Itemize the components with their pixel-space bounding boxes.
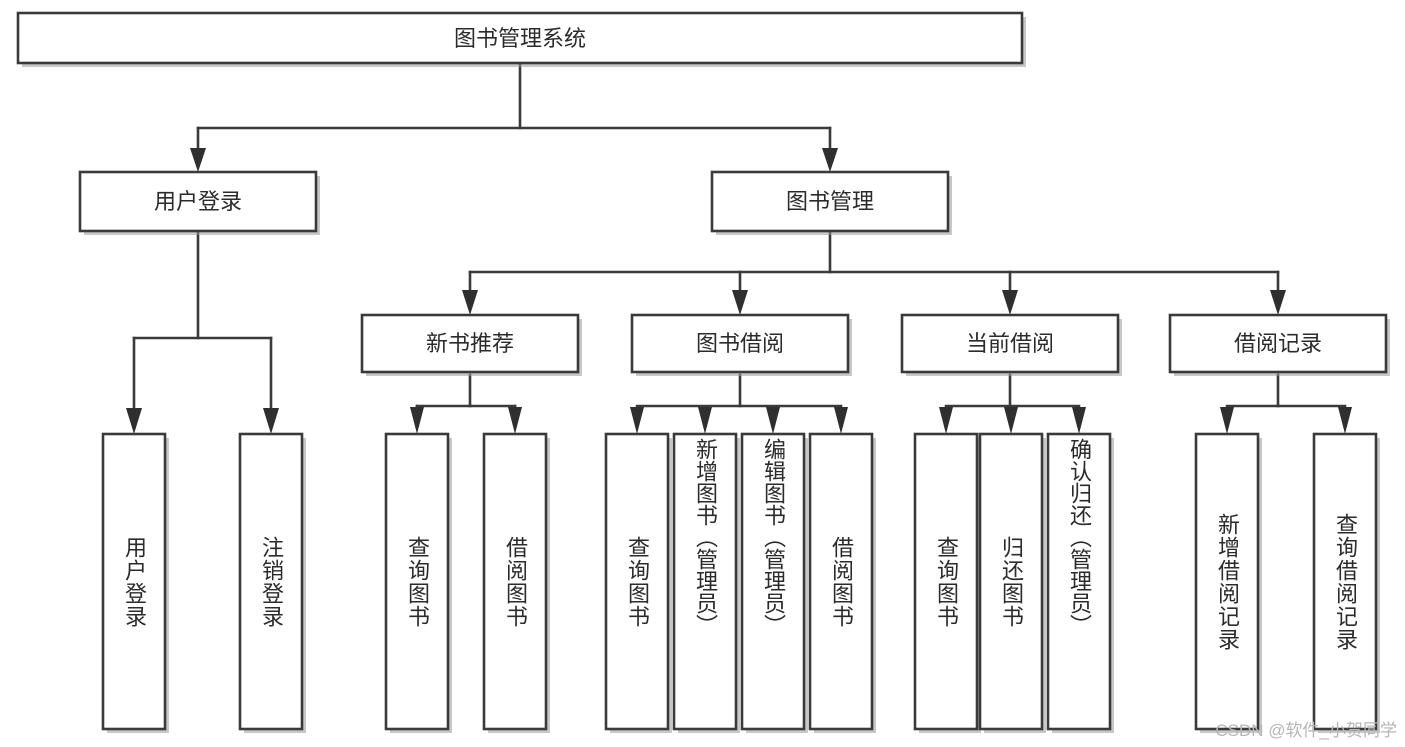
node-root-library-management-system[interactable]: 图书管理系统 — [16, 11, 1026, 67]
arrow-cb-leaf-1 — [939, 407, 953, 434]
leaf-label: 编辑图书（管理员） — [761, 438, 786, 636]
leaf-book-add-admin[interactable]: 新增图书（管理员） — [672, 432, 740, 733]
node-borrow-record[interactable]: 借阅记录 — [1168, 313, 1390, 376]
leaf-user-login-signout[interactable]: 注销登录 — [238, 432, 306, 733]
borrow-record-label: 借阅记录 — [1234, 331, 1322, 356]
leaf-record-add[interactable]: 新增借阅记录 — [1194, 432, 1262, 733]
arrow-nbr-leaf-1 — [410, 407, 424, 434]
arrow-to-book-borrow — [732, 290, 748, 315]
arrow-user-login-leaf-2 — [263, 408, 279, 434]
leaf-label: 用户登录 — [122, 535, 147, 628]
leaf-label: 新增借阅记录 — [1215, 512, 1240, 651]
leaf-new-book-borrow[interactable]: 借阅图书 — [482, 432, 550, 733]
arrow-bb-leaf-1 — [630, 407, 644, 434]
arrow-cb-leaf-3 — [1072, 407, 1086, 434]
leaf-box — [604, 432, 670, 731]
book-management-box — [710, 170, 950, 233]
csdn-watermark: CSDN @软件_小贺同学 — [1215, 721, 1397, 740]
leaf-box — [740, 432, 806, 731]
arrow-to-current-borrow — [1002, 290, 1018, 315]
leaf-label: 新增图书（管理员） — [693, 438, 718, 636]
leaf-box — [808, 432, 874, 731]
current-borrow-box — [900, 313, 1120, 374]
arrow-to-borrow-record — [1270, 290, 1286, 315]
leaf-box — [1194, 432, 1260, 731]
leaf-box — [1046, 432, 1112, 731]
arrow-br-leaf-1 — [1220, 407, 1234, 434]
borrow-record-box — [1168, 313, 1388, 374]
root-label: 图书管理系统 — [454, 26, 586, 51]
leaf-label: 查询借阅记录 — [1333, 512, 1358, 651]
leaf-book-borrow-action[interactable]: 借阅图书 — [808, 432, 876, 733]
arrow-root-to-user-login — [190, 148, 206, 172]
leaf-box — [482, 432, 548, 731]
leaf-label: 查询图书 — [934, 535, 959, 628]
leaf-book-borrow-query[interactable]: 查询图书 — [604, 432, 672, 733]
leaf-label: 查询图书 — [405, 535, 430, 628]
arrow-nbr-leaf-2 — [508, 407, 522, 434]
leaf-box — [1312, 432, 1378, 731]
root-box — [16, 11, 1024, 65]
node-new-book-recommend[interactable]: 新书推荐 — [360, 313, 582, 376]
arrow-user-login-leaf-1 — [126, 408, 142, 434]
leaf-label: 注销登录 — [259, 535, 284, 628]
leaf-new-book-query[interactable]: 查询图书 — [384, 432, 452, 733]
book-borrow-label: 图书借阅 — [696, 331, 784, 356]
leaf-label: 借阅图书 — [503, 535, 528, 628]
leaf-box — [913, 432, 979, 731]
leaf-label: 确认归还（管理员） — [1067, 438, 1092, 636]
leaf-current-return[interactable]: 归还图书 — [978, 432, 1046, 733]
leaf-user-login-signin[interactable]: 用户登录 — [101, 432, 169, 733]
leaf-box — [978, 432, 1044, 731]
user-login-label: 用户登录 — [154, 189, 242, 214]
leaf-book-edit-admin[interactable]: 编辑图书（管理员） — [740, 432, 808, 733]
leaf-current-query[interactable]: 查询图书 — [913, 432, 981, 733]
leaf-current-confirm-return-admin[interactable]: 确认归还（管理员） — [1046, 432, 1114, 733]
edge-layer — [126, 62, 1352, 434]
user-login-box — [78, 170, 318, 233]
arrow-to-new-book-recommend — [462, 290, 478, 315]
node-book-borrow[interactable]: 图书借阅 — [630, 313, 852, 376]
node-user-login[interactable]: 用户登录 — [78, 170, 320, 235]
book-management-label: 图书管理 — [786, 189, 874, 214]
arrow-cb-leaf-2 — [1004, 407, 1018, 434]
leaf-box — [672, 432, 738, 731]
arrow-root-to-book-mgmt — [822, 148, 838, 172]
leaf-label: 查询图书 — [625, 535, 650, 628]
leaf-label: 借阅图书 — [829, 535, 854, 628]
new-book-recommend-label: 新书推荐 — [426, 331, 514, 356]
leaf-box — [101, 432, 167, 731]
leaf-box — [238, 432, 304, 731]
leaf-box — [384, 432, 450, 731]
current-borrow-label: 当前借阅 — [966, 331, 1054, 356]
leaf-record-query[interactable]: 查询借阅记录 — [1312, 432, 1380, 733]
node-book-management[interactable]: 图书管理 — [710, 170, 952, 235]
arrow-bb-leaf-2 — [698, 407, 712, 434]
arrow-bb-leaf-3 — [766, 407, 780, 434]
arrow-br-leaf-2 — [1338, 407, 1352, 434]
book-borrow-box — [630, 313, 850, 374]
leaf-label: 归还图书 — [999, 535, 1024, 628]
node-current-borrow[interactable]: 当前借阅 — [900, 313, 1122, 376]
new-book-recommend-box — [360, 313, 580, 374]
arrow-bb-leaf-4 — [834, 407, 848, 434]
